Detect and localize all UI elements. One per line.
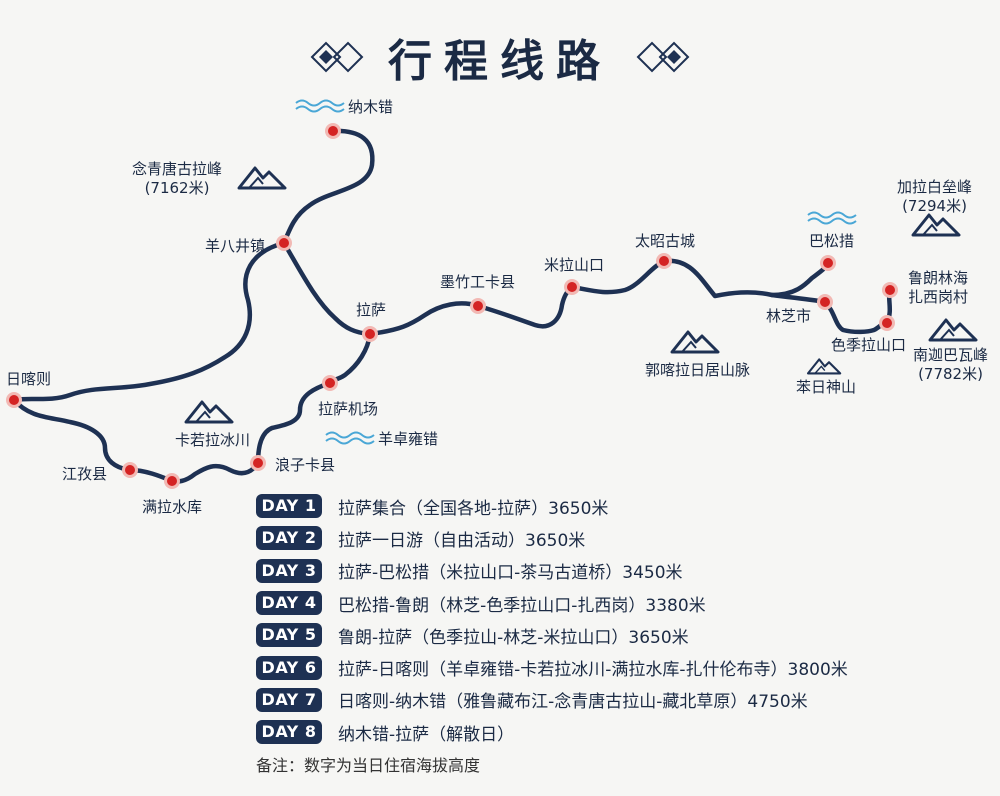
day-badge: DAY 7 xyxy=(256,687,322,712)
marker-lulang xyxy=(882,282,898,298)
day-badge: DAY 6 xyxy=(256,655,322,680)
label-langkazi: 浪子卡县 xyxy=(275,456,336,474)
mountain-icon-jialabaiyi xyxy=(911,213,961,237)
day-badge: DAY 3 xyxy=(256,558,322,583)
mountain-icon-guokala xyxy=(670,330,720,354)
label-yamdrok: 羊卓雍错 xyxy=(378,430,439,448)
label-taizhao: 太昭古城 xyxy=(635,232,696,250)
label-shigatse: 日喀则 xyxy=(6,370,52,388)
day-text: 拉萨-日喀则（羊卓雍错-卡若拉冰川-满拉水库-扎什伦布寺）3800米 xyxy=(338,660,848,681)
route-south xyxy=(11,397,261,484)
marker-sejila xyxy=(879,315,895,331)
marker-langkazi xyxy=(250,455,266,471)
itinerary-row: DAY 8 纳木错-拉萨（解散日） xyxy=(256,716,848,748)
label-namjagbarwa: 南迦巴瓦峰 (7782米) xyxy=(913,346,988,384)
day-badge: DAY 4 xyxy=(256,591,322,616)
marker-lhasa xyxy=(362,326,378,342)
label-sejila: 色季拉山口 xyxy=(831,336,907,354)
label-lulang-name: 鲁朗林海 xyxy=(908,269,969,287)
diamond-ornament-icon-right xyxy=(636,41,690,73)
itinerary-row: DAY 3 拉萨-巴松措（米拉山口-茶马古道桥）3450米 xyxy=(256,555,848,587)
lake-wave-icon-namucuo xyxy=(295,99,345,113)
route-yangbajing-shigatse xyxy=(11,240,287,403)
label-milashankou: 米拉山口 xyxy=(544,256,605,274)
marker-mozhugongka xyxy=(470,298,486,314)
label-nianqing-name: 念青唐古拉峰 xyxy=(132,160,223,178)
label-nianqing: 念青唐古拉峰 (7162米) xyxy=(132,160,222,198)
marker-manla xyxy=(164,473,180,489)
label-lulang: 鲁朗林海 扎西岗村 xyxy=(908,269,968,307)
day-badge: DAY 1 xyxy=(256,494,322,519)
marker-milashankou xyxy=(564,279,580,295)
label-namucuo: 纳木错 xyxy=(348,98,394,116)
page-title: 行程线路 xyxy=(388,36,612,87)
day-badge: DAY 5 xyxy=(256,623,322,648)
route-lhasa-airport xyxy=(255,331,373,466)
day-badge: DAY 2 xyxy=(256,526,322,551)
itinerary-row: DAY 6 拉萨-日喀则（羊卓雍错-卡若拉冰川-满拉水库-扎什伦布寺）3800米 xyxy=(256,651,848,683)
marker-lhasa-airport xyxy=(322,375,338,391)
label-basongcuo: 巴松措 xyxy=(809,232,855,250)
label-zhaxigang-name: 扎西岗村 xyxy=(908,288,969,306)
label-mozhugongka: 墨竹工卡县 xyxy=(440,273,516,291)
diamond-ornament-icon-left xyxy=(310,41,364,73)
day-text: 巴松措-鲁朗（林芝-色季拉山口-扎西岗）3380米 xyxy=(338,595,706,616)
footnote: 备注：数字为当日住宿海拔高度 xyxy=(256,756,481,776)
label-jialabaiyi-alt: (7294米) xyxy=(902,197,967,215)
mountain-icon-benri xyxy=(806,358,842,375)
day-text: 拉萨-巴松措（米拉山口-茶马古道桥）3450米 xyxy=(338,563,683,584)
label-benri: 苯日神山 xyxy=(796,378,857,396)
label-lhasa-airport: 拉萨机场 xyxy=(318,400,379,418)
day-badge: DAY 8 xyxy=(256,720,322,745)
itinerary-row: DAY 4 巴松措-鲁朗（林芝-色季拉山口-扎西岗）3380米 xyxy=(256,587,848,619)
route-namucuo-yangbajing xyxy=(281,128,375,246)
label-manla: 满拉水库 xyxy=(142,498,203,516)
day-text: 纳木错-拉萨（解散日） xyxy=(338,724,515,745)
day-text: 日喀则-纳木错（雅鲁藏布江-念青唐古拉山-藏北草原）4750米 xyxy=(338,692,808,713)
marker-shigatse xyxy=(6,392,22,408)
label-namjagbarwa-name: 南迦巴瓦峰 xyxy=(913,346,989,364)
label-jiangzi: 江孜县 xyxy=(62,465,108,483)
label-jialabaiyi-name: 加拉白垒峰 xyxy=(897,178,973,196)
mountain-icon-karola xyxy=(184,400,234,424)
marker-jiangzi xyxy=(122,462,138,478)
label-guokala: 郭喀拉日居山脉 xyxy=(645,361,751,379)
itinerary-row: DAY 7 日喀则-纳木错（雅鲁藏布江-念青唐古拉山-藏北草原）4750米 xyxy=(256,684,848,716)
lake-wave-icon-yamdrok xyxy=(325,431,375,445)
lake-wave-icon-basongcuo xyxy=(807,211,857,225)
label-karola: 卡若拉冰川 xyxy=(175,431,251,449)
label-namjagbarwa-alt: (7782米) xyxy=(918,365,983,383)
itinerary-row: DAY 5 鲁朗-拉萨（色季拉山-林芝-米拉山口）3650米 xyxy=(256,619,848,651)
label-jialabaiyi: 加拉白垒峰 (7294米) xyxy=(897,178,972,216)
day-text: 拉萨一日游（自由活动）3650米 xyxy=(338,530,586,551)
day-text: 鲁朗-拉萨（色季拉山-林芝-米拉山口）3650米 xyxy=(338,627,689,648)
label-yangbajing: 羊八井镇 xyxy=(205,237,266,255)
label-lhasa: 拉萨 xyxy=(356,301,387,319)
route-yangbajing-lhasa xyxy=(281,240,373,337)
label-nianqing-alt: (7162米) xyxy=(144,179,210,197)
mountain-icon-namjagbarwa xyxy=(928,318,978,342)
mountain-icon-nianqing xyxy=(237,166,287,190)
route-markers xyxy=(6,123,898,489)
marker-taizhao xyxy=(656,253,672,269)
label-linzhi: 林芝市 xyxy=(766,307,812,325)
marker-linzhi xyxy=(817,294,833,310)
marker-yangbajing xyxy=(276,235,292,251)
itinerary-row: DAY 2 拉萨一日游（自由活动）3650米 xyxy=(256,522,848,554)
marker-basongcuo xyxy=(820,255,836,271)
day-text: 拉萨集合（全国各地-拉萨）3650米 xyxy=(338,498,609,519)
itinerary-row: DAY 1 拉萨集合（全国各地-拉萨）3650米 xyxy=(256,490,848,522)
header: 行程线路 xyxy=(0,22,1000,92)
marker-namucuo xyxy=(325,123,341,139)
itinerary-list: DAY 1 拉萨集合（全国各地-拉萨）3650米 DAY 2 拉萨一日游（自由活… xyxy=(256,490,848,776)
